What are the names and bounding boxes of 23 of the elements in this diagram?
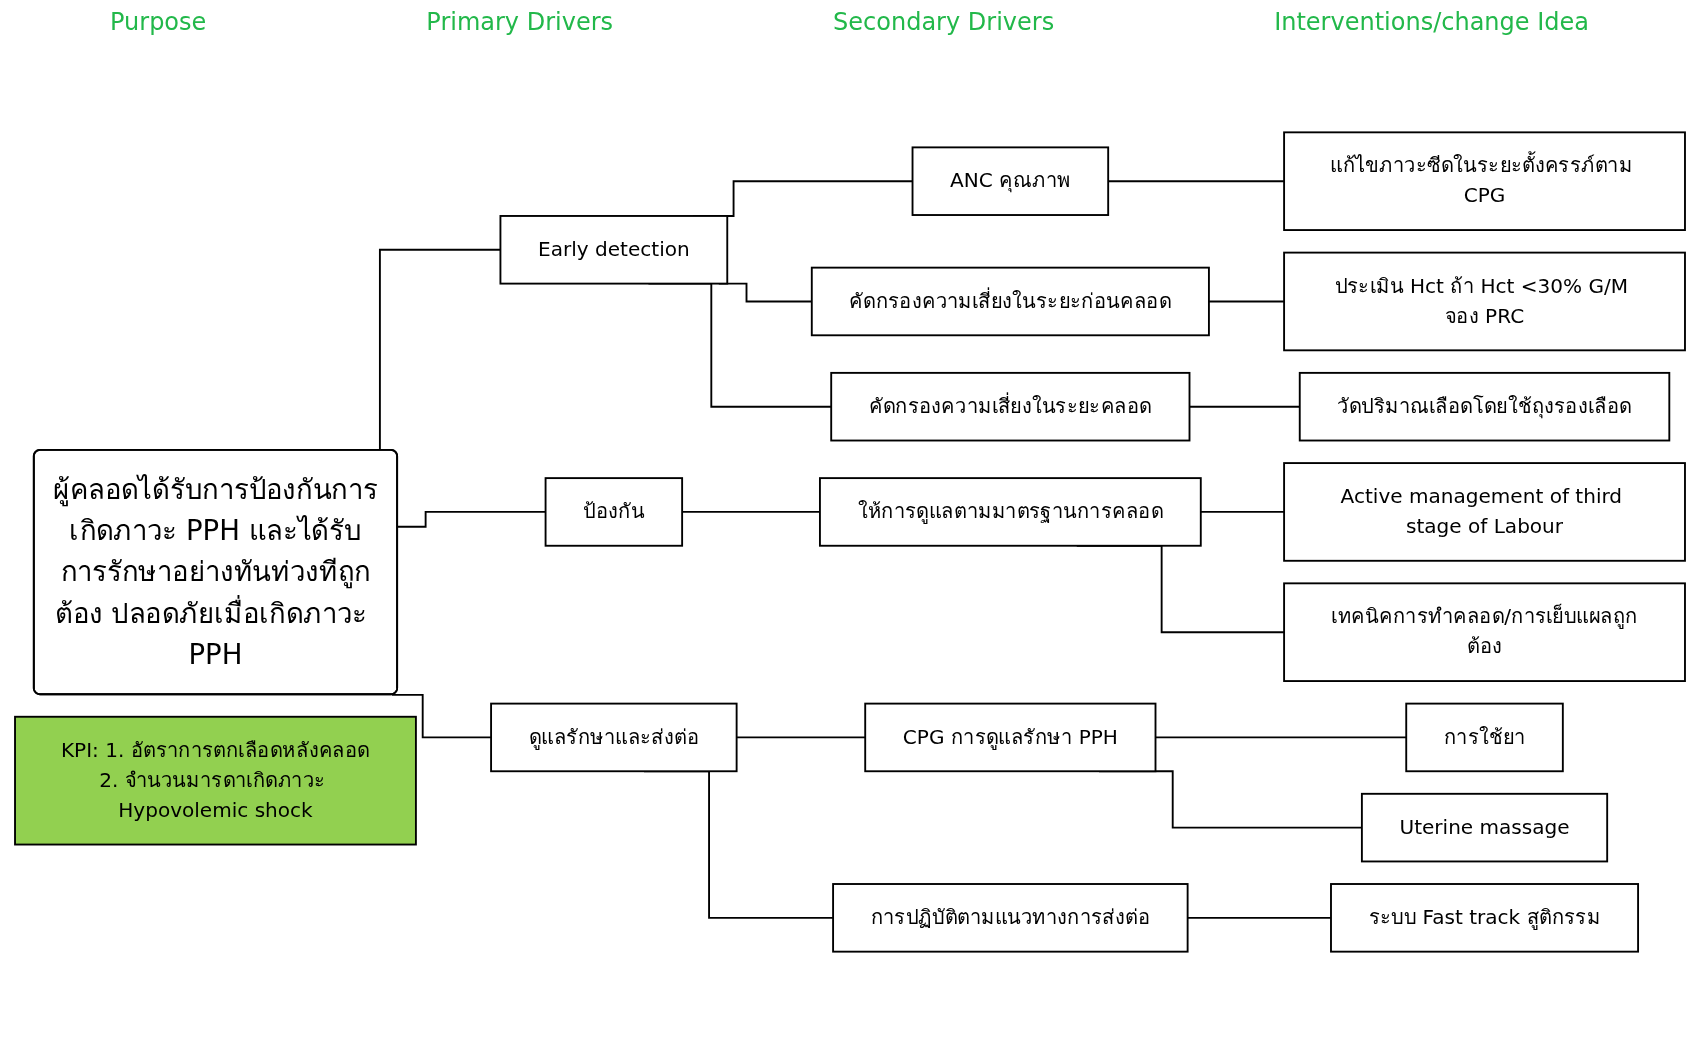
node-box: การปฏิบัติตามแนวทางการส่งต่อ — [831, 883, 1189, 953]
node-box: Uterine massage — [1360, 792, 1608, 863]
node-box: ให้การดูแลตามมาตรฐานการคลอด — [818, 477, 1202, 547]
node-box: วัดปริมาณเลือดโดยใช้ถุงรองเลือด — [1298, 371, 1670, 442]
node-box: ดูแลรักษาและส่งต่อ — [489, 702, 738, 773]
node-box: ประเมิน Hct ถ้า Hct <30% G/M จอง PRC — [1282, 251, 1686, 352]
node-box: ANC คุณภาพ — [911, 146, 1109, 216]
column-heading: Primary Drivers — [426, 8, 614, 36]
connector — [396, 511, 546, 528]
column-heading: Purpose — [110, 8, 207, 36]
node-box: คัดกรองความเสี่ยงในระยะก่อนคลอด — [810, 266, 1210, 337]
node-box: CPG การดูแลรักษา PPH — [863, 702, 1156, 773]
node-box: ระบบ Fast track สูติกรรม — [1329, 883, 1639, 953]
node-box: ป้องกัน — [544, 477, 683, 547]
node-box: KPI: 1. อัตราการตกเลือดหลังคลอด 2. จำนวนมารดาเกิดภาวะ Hypovolemic shock — [13, 715, 417, 846]
node-box: Early detection — [499, 215, 728, 285]
node-box: การใช้ยา — [1404, 702, 1564, 773]
column-heading: Secondary Drivers — [833, 8, 1055, 36]
node-box: แก้ไขภาวะซีดในระยะตั้งครรภ์ตาม CPG — [1282, 131, 1686, 231]
node-box: Active management of third stage of Labour — [1282, 462, 1686, 562]
node-box: คัดกรองความเสี่ยงในระยะคลอด — [829, 371, 1190, 442]
node-box: เทคนิคการทำคลอด/การเย็บแผลถูกต้อง — [1282, 582, 1686, 682]
column-heading: Interventions/change Idea — [1274, 8, 1589, 36]
